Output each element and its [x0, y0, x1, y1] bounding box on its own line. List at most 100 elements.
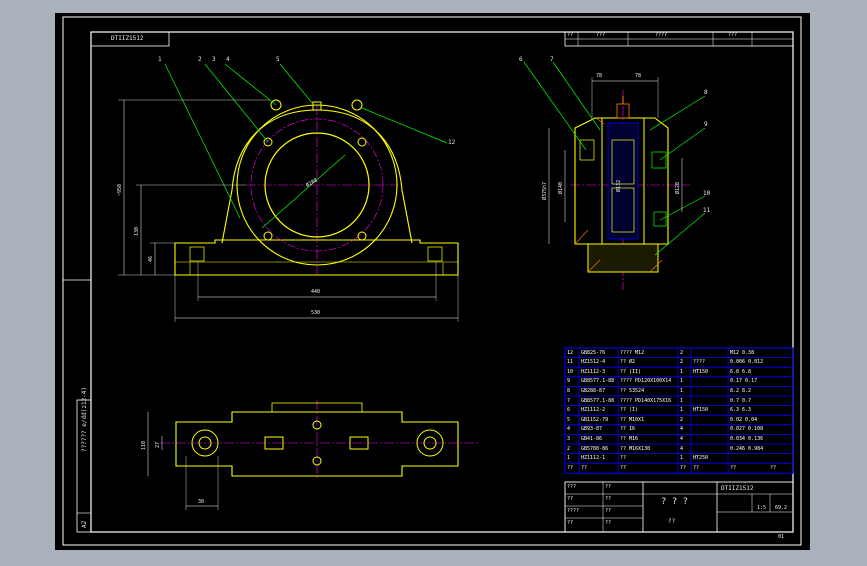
- title-block-label: ??: [605, 520, 612, 526]
- bom-cell-note: 0.034 0.136: [730, 435, 764, 442]
- bom-cell-mat: ????: [693, 359, 706, 366]
- title-block-label: ??: [567, 496, 574, 502]
- bom-cell-no: 8: [567, 387, 571, 394]
- title-block-label: ??: [605, 508, 612, 514]
- dim-plan-bot: 30: [198, 499, 205, 505]
- title-block-label: ??: [567, 520, 574, 526]
- weight: 69.2: [775, 505, 788, 511]
- title-unit: ??: [668, 518, 676, 525]
- bom-cell-code: GB93-87: [581, 426, 603, 433]
- bom-header-cell: ??: [567, 465, 574, 472]
- dim-side-d3: Ø120: [675, 181, 681, 194]
- bom-cell-no: 6: [567, 407, 571, 414]
- model-space: [55, 13, 810, 550]
- code-box: [90, 31, 170, 47]
- balloon-8: 8: [704, 89, 708, 96]
- bom-cell-name: ???? M12: [620, 349, 645, 356]
- bom-cell-qty: 2: [680, 416, 684, 423]
- front-view: [118, 63, 459, 322]
- title-block-label: ??: [605, 484, 612, 490]
- bom-cell-no: 12: [567, 349, 574, 356]
- dim-side-right: 78: [635, 73, 642, 79]
- bom-cell-code: GB825-76: [581, 349, 606, 356]
- dim-w1: 440: [311, 289, 321, 295]
- bom-cell-qty: 1: [680, 407, 684, 414]
- side-view: [523, 61, 706, 290]
- bom-cell-qty: 1: [680, 378, 684, 385]
- bom-cell-no: 7: [567, 397, 571, 404]
- bom-cell-code: HZ1512-4: [581, 359, 606, 366]
- balloon-12: 12: [448, 139, 456, 146]
- dim-w2: 530: [311, 310, 321, 316]
- bom-cell-note: 6.8 6.8: [730, 368, 752, 375]
- title-text: ? ? ?: [661, 497, 689, 507]
- bom-cell-no: 9: [567, 378, 571, 385]
- bom-cell-note: 0.006 0.012: [730, 359, 764, 366]
- title-block: [564, 481, 794, 533]
- bom-cell-note: 0.246 0.984: [730, 445, 764, 452]
- bom-cell-name: ???? PD120X100X14: [620, 378, 672, 385]
- bom-cell-code: HZ1112-1: [581, 455, 606, 462]
- bom-cell-qty: 1: [680, 387, 684, 394]
- dim-height: ~950: [117, 183, 123, 196]
- bom-cell-mat: HT150: [693, 368, 709, 375]
- bom-cell-no: 10: [567, 368, 574, 375]
- bom-cell-code: GB8577.1-88: [581, 397, 615, 404]
- header-cell-2: ???: [596, 32, 606, 38]
- bom-header-cell: ??: [770, 465, 777, 472]
- bom-cell-no: 11: [567, 359, 574, 366]
- balloon-1: 1: [158, 56, 162, 63]
- dim-side-d2: Ø140: [558, 181, 564, 194]
- bom-header-cell: ??: [693, 465, 700, 472]
- dim-plan-w: 27: [155, 441, 161, 448]
- outer-border: [62, 16, 802, 546]
- bom-cell-qty: 1: [680, 455, 684, 462]
- bom-cell-qty: 4: [680, 435, 684, 442]
- title-block-label: ????: [567, 508, 580, 514]
- bom-cell-qty: 1: [680, 368, 684, 375]
- plan-view: [147, 400, 480, 510]
- bom-cell-no: 2: [567, 445, 571, 452]
- bom-header-cell: ??: [680, 465, 687, 472]
- bom-cell-name: ?? (II): [620, 368, 642, 375]
- bom-cell-name: ?? 16: [620, 426, 636, 433]
- bom-header-cell: ??: [581, 465, 588, 472]
- side-note: ?????? e/dd(z12-4): [81, 386, 88, 452]
- bom-cell-name: ???? PD140X175X16: [620, 397, 672, 404]
- balloon-6: 6: [519, 56, 523, 63]
- bom-cell-code: GB8577.1-88: [581, 378, 615, 385]
- bom-cell-qty: 4: [680, 426, 684, 433]
- bom-cell-mat: HT150: [693, 407, 709, 414]
- title-block-label: ??: [605, 496, 612, 502]
- bom-cell-no: 3: [567, 435, 571, 442]
- bom-cell-name: ?? Ø2: [620, 359, 636, 366]
- bom-cell-qty: 1: [680, 397, 684, 404]
- dim-plan-h: 110: [141, 440, 147, 450]
- bom-cell-no: 5: [567, 416, 571, 423]
- bom-cell-note: M12 0.38: [730, 349, 755, 356]
- dim-side-d4: Ø132: [616, 179, 622, 192]
- balloon-7: 7: [550, 56, 554, 63]
- bom-grid: [564, 347, 794, 474]
- bom-cell-name: ?? (I): [620, 407, 639, 414]
- bom-cell-note: 6.3 6.3: [730, 407, 752, 414]
- bom-header-cell: ??: [730, 465, 737, 472]
- bom-cell-note: 0.7 0.7: [730, 397, 752, 404]
- side-code: DTIIZ1512: [721, 485, 754, 492]
- dim-side-d1: Ø375h7: [542, 181, 548, 200]
- bom-cell-qty: 4: [680, 445, 684, 452]
- bom-cell-code: GB288-87: [581, 387, 606, 394]
- bom-cell-name: ?? M16: [620, 435, 639, 442]
- bom-cell-no: 1: [567, 455, 571, 462]
- balloon-11: 11: [703, 207, 711, 214]
- drawing-code: DTIIZ1512: [111, 35, 144, 42]
- scale: 1:5: [757, 505, 767, 511]
- bom-cell-code: GB5780-86: [581, 445, 609, 452]
- bom-cell-name: ?? 53524: [620, 387, 645, 394]
- header-cell-4: ???: [728, 32, 738, 38]
- bom-cell-code: GB1152-79: [581, 416, 609, 423]
- header-cell-1: ??: [567, 32, 574, 38]
- balloon-5: 5: [276, 56, 280, 63]
